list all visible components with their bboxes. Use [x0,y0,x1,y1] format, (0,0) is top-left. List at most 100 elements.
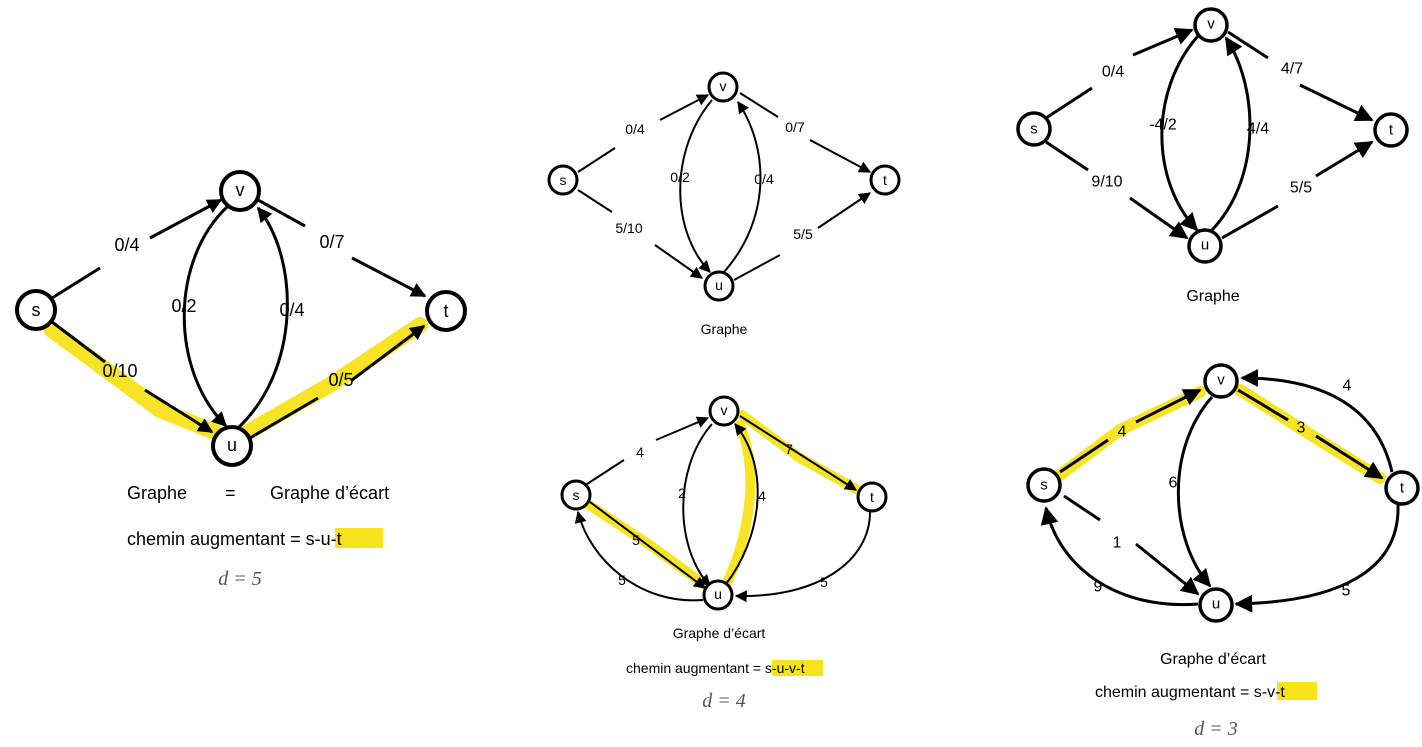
edge-s-u [654,244,703,279]
edge-s-u [144,388,214,434]
edge-s-u [589,501,706,589]
path-prefix: chemin augmentant = [626,660,765,676]
node-t [1384,470,1420,506]
path-prefix: chemin augmentant = [1095,684,1254,701]
node-s-label: s [1030,121,1038,138]
edge-v-u [182,204,230,428]
node-t-label: t [1400,480,1405,497]
edge-v-u [1160,35,1200,232]
augmenting-path-caption: chemin augmentant = s-u-v-t [626,660,805,676]
edge-v-u [679,99,713,273]
edge-label-u-s: 5 [618,572,626,588]
augmenting-path: s-u-t [306,529,342,549]
edge-label-v-u: 0/2 [171,296,196,316]
node-v-label: v [1217,372,1225,389]
edge-u-t-segment [249,396,319,440]
node-s-label: s [573,487,580,503]
edge-label-s-u: 5 [632,532,640,548]
edge-label-t-v: 4 [1343,378,1352,395]
node-t [856,481,888,513]
edge-u-v [723,101,762,273]
node-t-label: t [883,172,887,188]
augmenting-path-caption: chemin augmentant = s-u-t [127,529,342,549]
edge-s-u-segment [1063,494,1101,522]
node-s-label: s [1040,477,1048,494]
caption-equals: = [225,483,236,503]
edge-s-v-segment [1045,86,1093,120]
caption-graphe: Graphe [701,321,748,337]
edge-v-t [1299,83,1374,122]
node-v [708,395,740,427]
edge-label-s-u: 1 [1113,535,1122,552]
highlight-path-u-t [240,317,428,440]
edge-v-t [809,139,872,173]
edge-v-t-segment [257,198,306,228]
node-s [15,289,57,331]
node-u [702,579,734,611]
caption-graphe-ecart: Graphe d’écart [1160,651,1266,668]
edge-u-v [236,206,289,430]
edge-v-t [1315,434,1384,480]
edge-label-s-v: 4 [636,444,644,460]
augmenting-path: s-v-t [1254,684,1286,701]
edge-label-s-u: 9/10 [1091,174,1122,191]
edge-label-v-u: -4/2 [1149,117,1177,134]
edge-label-u-v: 0/4 [279,300,304,320]
node-t-label: t [1389,122,1394,139]
edge-u-v [1210,36,1252,232]
highlight-path-v-t [737,410,863,495]
edge-label-v-u: 0/2 [670,169,690,185]
edge-label-s-u: 0/10 [102,361,137,381]
edge-label-v-t: 0/7 [319,232,344,252]
caption-graphe: Graphe [127,483,187,503]
edge-s-v [655,416,710,441]
edge-u-s [1040,506,1199,607]
edge-t-v [1240,369,1394,473]
edge-label-s-v: 0/4 [625,121,645,137]
panel-2-graph: 0/4 0/7 0/2 0/4 5/10 5/5 s v u t Graphe [547,71,901,337]
path-highlight-box [1277,682,1317,700]
edge-s-v [1135,388,1202,424]
caption-graphe-ecart: Graphe d’écart [673,625,766,641]
node-u-label: u [715,277,723,293]
node-t [869,164,901,196]
node-s-label: s [32,300,41,320]
edge-label-t-u: 5 [1342,583,1351,600]
edge-label-u-v: 0/4 [754,171,774,187]
node-v [707,71,739,103]
edge-v-t-segment [1237,388,1289,422]
node-u [211,425,253,467]
caption-graphe-ecart: Graphe d’écart [270,483,389,503]
node-t-label: t [443,301,448,321]
node-t-label: t [870,489,874,505]
edge-s-v-segment [583,459,625,487]
edge-s-v-segment [51,266,101,300]
node-u [1198,587,1234,623]
highlight-path-s-v [1054,386,1206,481]
edge-s-u-segment [1045,140,1089,172]
edge-label-v-t: 4/7 [1281,61,1303,78]
edge-s-v [1132,28,1194,57]
edge-label-t-u: 5 [820,574,828,590]
edge-label-v-u: 6 [1169,475,1178,492]
edge-u-s [574,510,704,602]
edge-t-u [1234,504,1400,613]
caption-graphe: Graphe [1186,288,1239,305]
edge-label-s-v: 0/4 [114,235,139,255]
node-t [425,290,467,332]
edge-label-u-t: 5/5 [1290,180,1312,197]
node-s [547,164,579,196]
node-v [219,170,261,212]
highlight-path-u-v [721,420,756,590]
edge-label-s-u: 5/10 [615,220,642,236]
edge-label-v-u: 2 [678,485,686,501]
edge-u-t [351,324,426,382]
edge-label-s-v: 4 [1118,424,1127,441]
panel-4-graph: 0/4 4/7 -4/2 4/4 9/10 5/5 s v u t Graphe [1016,7,1409,305]
path-prefix: chemin augmentant = [127,529,306,549]
edge-u-t [817,192,871,229]
path-highlight-box [772,660,823,676]
node-u-label: u [1212,596,1220,613]
node-s-label: s [560,172,567,188]
edge-v-t-segment [1227,30,1269,60]
